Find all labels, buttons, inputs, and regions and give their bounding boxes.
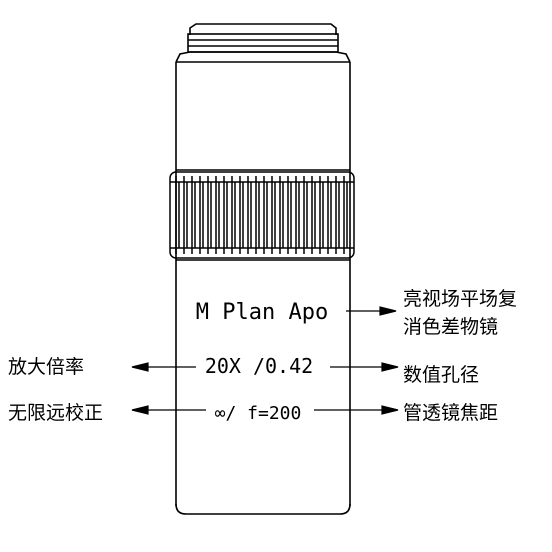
lens-body xyxy=(175,61,351,515)
arrow-left-infinity xyxy=(131,405,149,415)
callout-model-line1: 亮视场平场复 xyxy=(403,288,517,310)
callout-magnification: 放大倍率 xyxy=(8,356,84,378)
model-line-label: M Plan Apo xyxy=(196,300,328,325)
callout-focal: 管透镜焦距 xyxy=(403,402,498,424)
arrow-right-focal xyxy=(381,405,399,415)
arrow-left-magnification xyxy=(131,362,149,372)
magnification-na-label: 20X /0.42 xyxy=(205,354,313,378)
arrow-right-na xyxy=(381,362,399,372)
leader-lines xyxy=(131,306,399,415)
callout-na: 数值孔径 xyxy=(403,364,479,386)
knurled-ring xyxy=(169,171,355,259)
callout-model-line2: 消色差物镜 xyxy=(403,316,498,338)
infinity-focal-label: ∞/ f=200 xyxy=(215,403,302,424)
arrow-right-model xyxy=(379,306,397,316)
top-mount xyxy=(175,23,351,63)
callout-infinity: 无限远校正 xyxy=(8,402,103,424)
knurl-ridges xyxy=(175,176,348,254)
